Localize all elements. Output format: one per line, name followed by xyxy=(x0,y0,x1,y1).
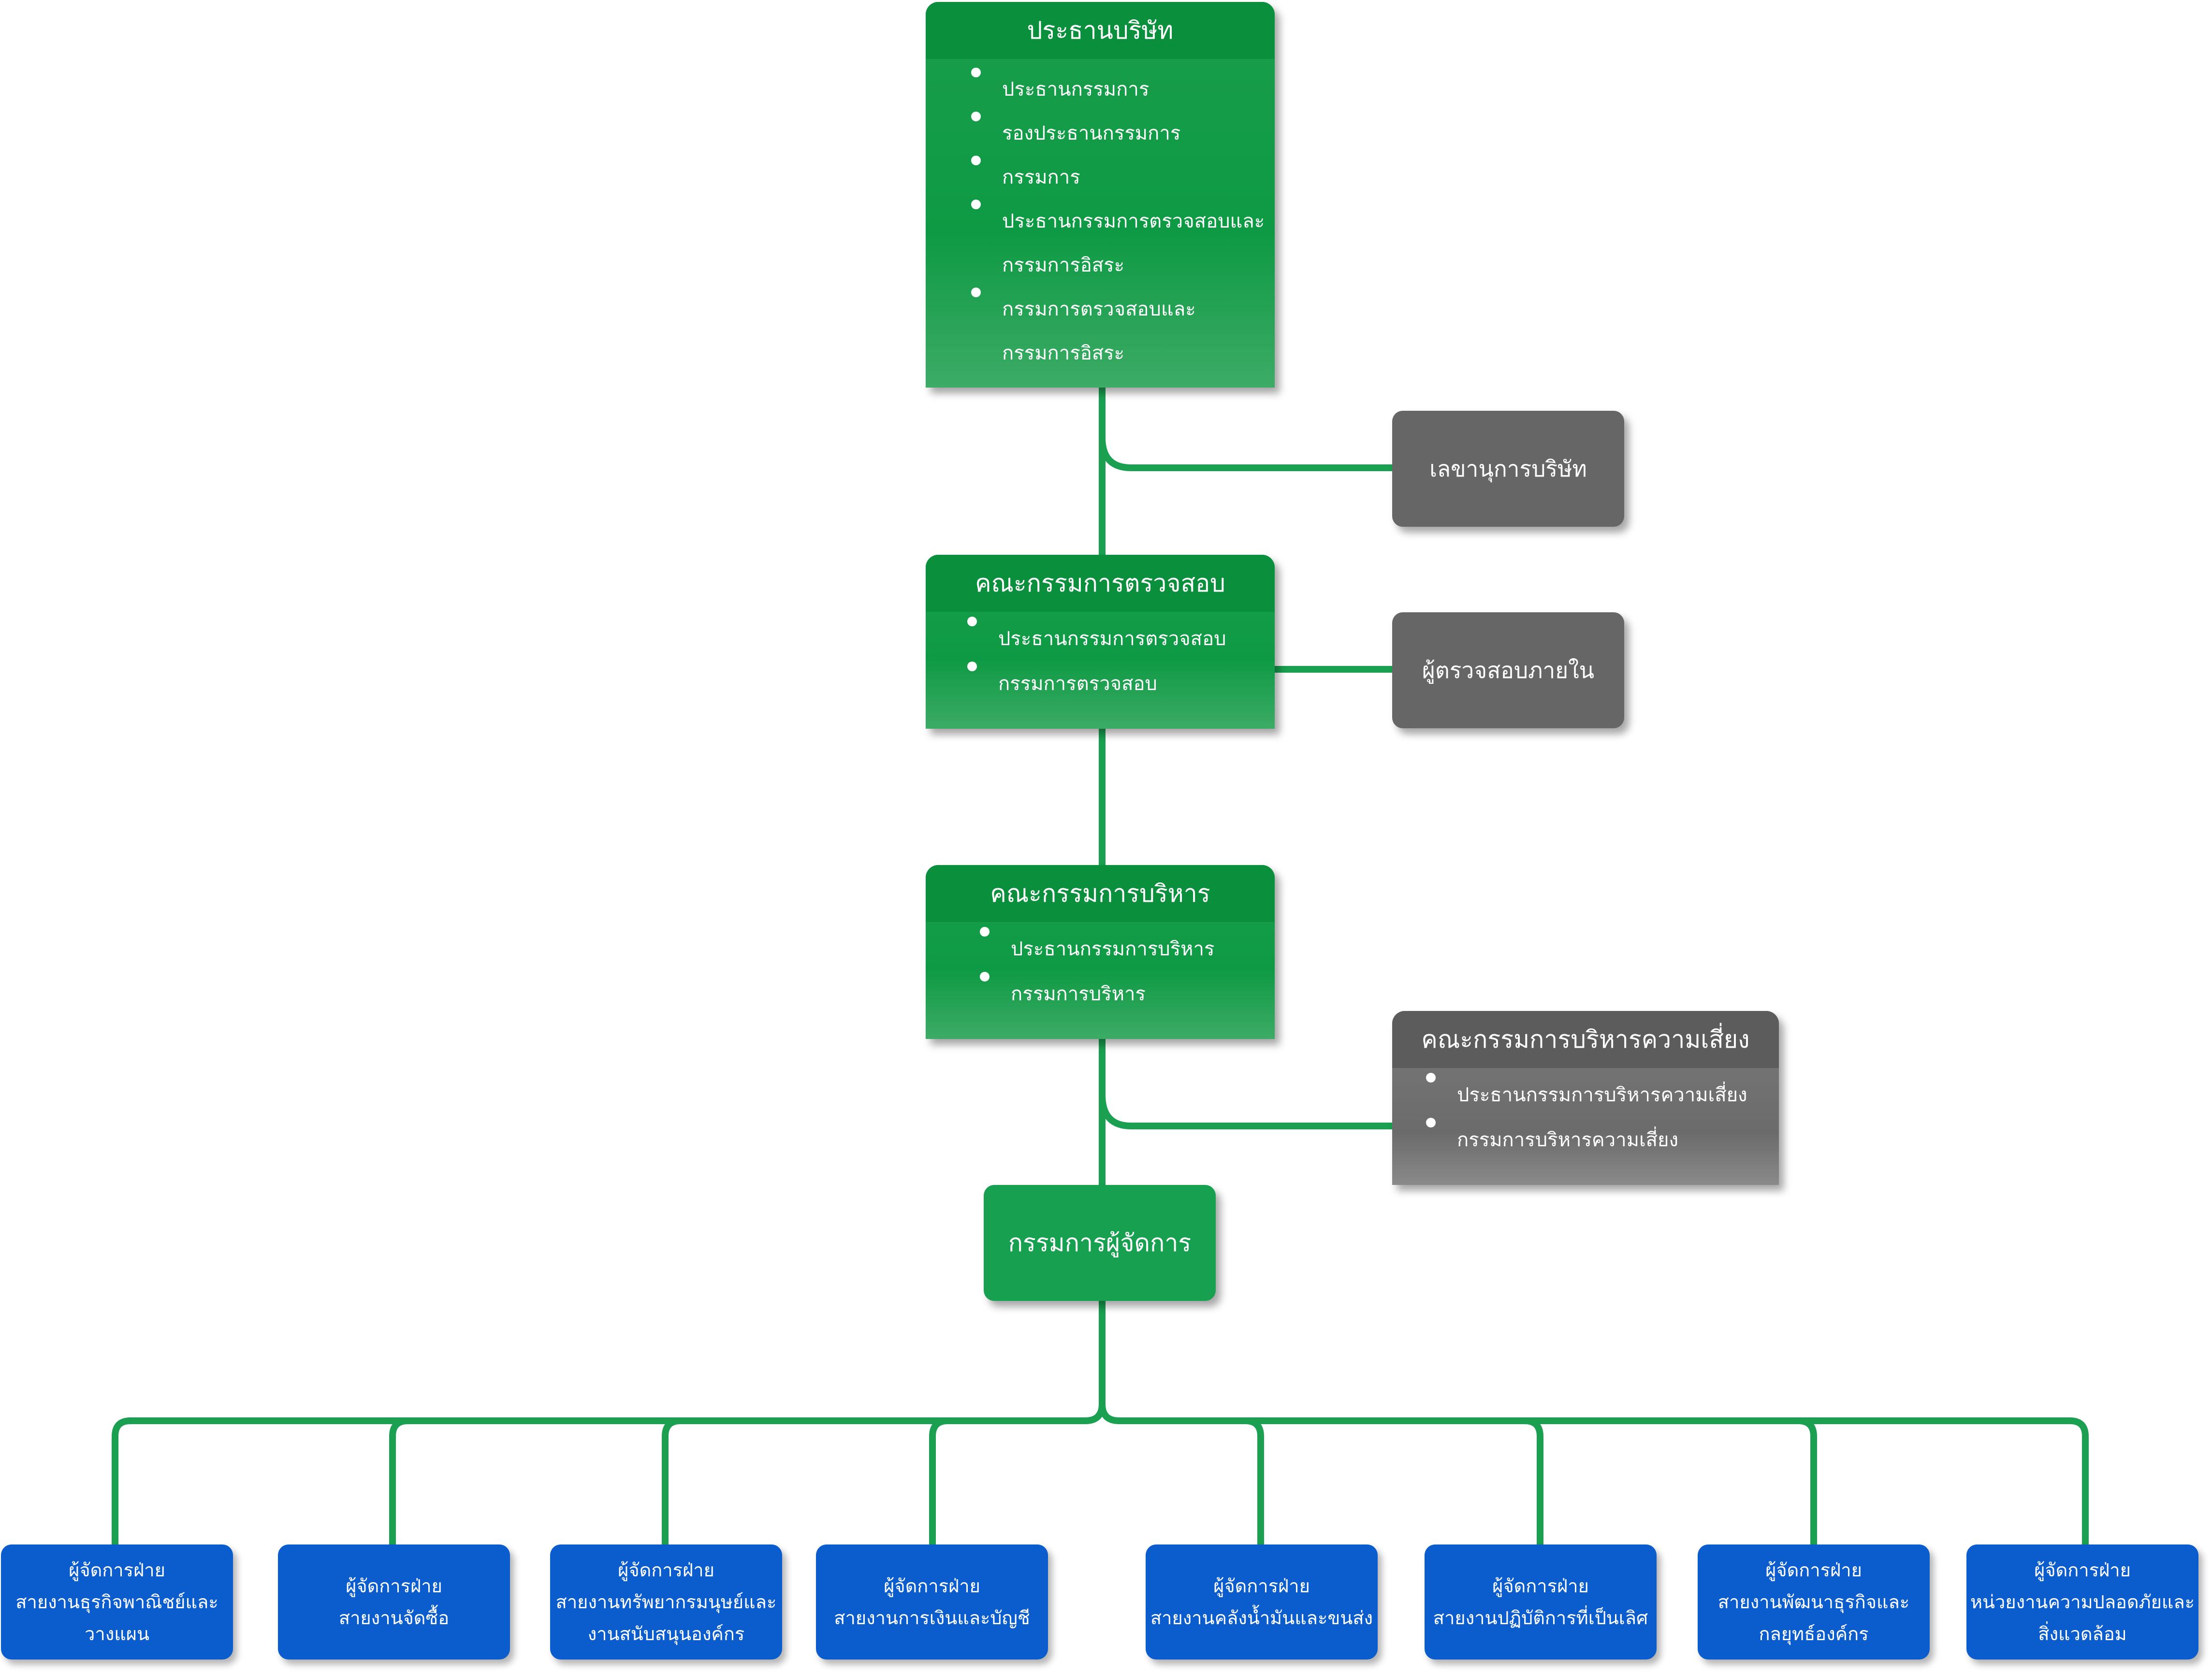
department-box-human-resources: ผู้จัดการฝ่าย สายงานทรัพยากรมนุษย์และ งา… xyxy=(550,1544,782,1660)
dept-drop-7 xyxy=(1795,1417,1817,1550)
president-card: ประธานบริษัท ประธานกรรมการ รองประธานกรรม… xyxy=(926,2,1275,388)
department-line: วางแผน xyxy=(85,1623,149,1645)
department-line: ผู้จัดการฝ่าย xyxy=(69,1559,165,1581)
department-box-safety-environment: ผู้จัดการฝ่าย หน่วยงานความปลอดภัยและ สิ่… xyxy=(1966,1544,2198,1660)
department-box-finance: ผู้จัดการฝ่าย สายงานการเงินและบัญชี xyxy=(816,1544,1048,1660)
list-item: ประธานกรรมการบริหาร xyxy=(980,927,1275,972)
department-line: สิ่งแวดล้อม xyxy=(2038,1623,2127,1645)
dept-drop-6 xyxy=(1521,1417,1543,1550)
department-line: ผู้จัดการฝ่าย xyxy=(1492,1575,1589,1597)
department-box-oil-terminal: ผู้จัดการฝ่าย สายงานคลังน้ำมันและขนส่ง xyxy=(1146,1544,1378,1660)
internal-auditor-box: ผู้ตรวจสอบภายใน xyxy=(1392,612,1624,728)
department-line: สายงานทรัพยากรมนุษย์และ xyxy=(555,1591,777,1613)
department-box-business-development: ผู้จัดการฝ่าย สายงานพัฒนาธุรกิจและ กลยุท… xyxy=(1698,1544,1930,1660)
department-box-commercial: ผู้จัดการฝ่าย สายงานธุรกิจพาณิชย์และ วาง… xyxy=(1,1544,233,1660)
audit-committee-title: คณะกรรมการตรวจสอบ xyxy=(926,555,1275,612)
risk-committee-members: ประธานกรรมการบริหารความเสี่ยง กรรมการบริ… xyxy=(1392,1068,1779,1163)
department-line: ผู้จัดการฝ่าย xyxy=(884,1575,980,1597)
department-line: สายงานธุรกิจพาณิชย์และ xyxy=(15,1591,218,1613)
risk-connector xyxy=(1099,1091,1398,1129)
managing-director-label: กรรมการผู้จัดการ xyxy=(1008,1228,1192,1257)
audit-committee-card: คณะกรรมการตรวจสอบ ประธานกรรมการตรวจสอบ ก… xyxy=(926,555,1275,729)
internal-auditor-label: ผู้ตรวจสอบภายใน xyxy=(1422,657,1595,683)
executive-committee-members: ประธานกรรมการบริหาร กรรมการบริหาร xyxy=(926,922,1275,1017)
department-bus xyxy=(112,1400,2089,1550)
dept-drop-2 xyxy=(389,1417,411,1550)
department-line: สายงานคลังน้ำมันและขนส่ง xyxy=(1150,1607,1373,1629)
department-line: ผู้จัดการฝ่าย xyxy=(1213,1575,1310,1597)
department-line: สายงานการเงินและบัญชี xyxy=(834,1607,1030,1629)
list-item: กรรมการบริหารความเสี่ยง xyxy=(1426,1118,1779,1163)
department-box-procurement: ผู้จัดการฝ่าย สายงานจัดซื้อ xyxy=(278,1544,510,1660)
department-line: งานสนับสนุนองค์กร xyxy=(587,1623,745,1645)
list-item: ประธานกรรมการบริหารความเสี่ยง xyxy=(1426,1073,1779,1118)
risk-committee-title: คณะกรรมการบริหารความเสี่ยง xyxy=(1392,1011,1779,1068)
list-item: ประธานกรรมการตรวจสอบ xyxy=(967,617,1275,662)
secretary-label: เลขานุการบริษัท xyxy=(1429,455,1587,482)
secretary-connector xyxy=(1099,434,1398,471)
list-item: ประธานกรรมการตรวจสอบและกรรมการอิสระ xyxy=(971,200,1275,288)
department-line: ผู้จัดการฝ่าย xyxy=(346,1575,442,1597)
secretary-box: เลขานุการบริษัท xyxy=(1392,411,1624,527)
dept-drop-3 xyxy=(662,1417,684,1550)
list-item: กรรมการตรวจสอบ xyxy=(967,662,1275,707)
department-box-operational-excellence: ผู้จัดการฝ่าย สายงานปฏิบัติการที่เป็นเลิ… xyxy=(1425,1544,1657,1660)
president-members: ประธานกรรมการ รองประธานกรรมการ กรรมการ ป… xyxy=(926,59,1275,375)
department-line: หน่วยงานความปลอดภัยและ xyxy=(1970,1591,2195,1613)
department-line: สายงานพัฒนาธุรกิจและ xyxy=(1717,1591,1910,1613)
risk-committee-card: คณะกรรมการบริหารความเสี่ยง ประธานกรรมการ… xyxy=(1392,1011,1779,1185)
department-line: สายงานจัดซื้อ xyxy=(338,1607,450,1629)
executive-committee-title: คณะกรรมการบริหาร xyxy=(926,865,1275,922)
list-item: ประธานกรรมการ xyxy=(971,68,1275,112)
list-item: รองประธานกรรมการ xyxy=(971,112,1275,156)
audit-committee-members: ประธานกรรมการตรวจสอบ กรรมการตรวจสอบ xyxy=(926,612,1275,707)
list-item: กรรมการตรวจสอบและกรรมการอิสระ xyxy=(971,288,1275,375)
executive-committee-card: คณะกรรมการบริหาร ประธานกรรมการบริหาร กรร… xyxy=(926,865,1275,1039)
dept-drop-4 xyxy=(929,1417,951,1550)
department-line: ผู้จัดการฝ่าย xyxy=(1765,1559,1862,1581)
department-line: สายงานปฏิบัติการที่เป็นเลิศ xyxy=(1433,1607,1648,1629)
president-title: ประธานบริษัท xyxy=(926,2,1275,59)
department-line: กลยุทธ์องค์กร xyxy=(1759,1623,1869,1645)
department-line: ผู้จัดการฝ่าย xyxy=(2034,1559,2131,1581)
managing-director-box: กรรมการผู้จัดการ xyxy=(984,1185,1216,1301)
dept-drop-5 xyxy=(1242,1417,1264,1550)
list-item: กรรมการ xyxy=(971,156,1275,200)
list-item: กรรมการบริหาร xyxy=(980,972,1275,1017)
department-line: ผู้จัดการฝ่าย xyxy=(618,1559,714,1581)
